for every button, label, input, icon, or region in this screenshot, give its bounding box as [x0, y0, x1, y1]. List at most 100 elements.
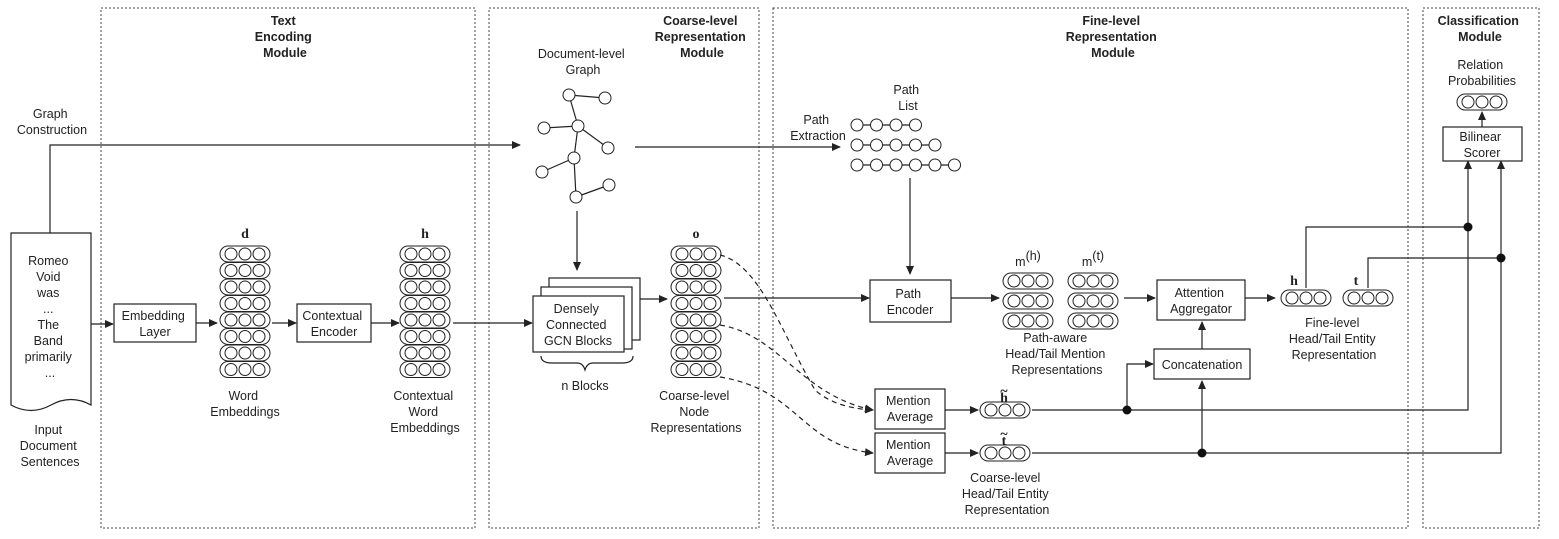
path-list-label: Path List — [893, 83, 922, 113]
h-fine-symbol: h — [1290, 274, 1298, 289]
path-node — [870, 158, 883, 172]
t-tilde-vector — [979, 444, 1031, 462]
vector-row — [399, 295, 451, 312]
n-blocks-label: n Blocks — [561, 379, 608, 393]
document-graph — [535, 88, 616, 204]
path-node — [909, 158, 922, 172]
path-encoder-box — [869, 279, 952, 323]
classification-module-title: Classification Module — [1438, 14, 1523, 44]
hfine-to-bilinear-line — [1305, 226, 1468, 288]
mention-average-1-label: Mention Average — [886, 394, 934, 424]
graph-construction-arrow — [49, 141, 521, 233]
bilinear-scorer-box — [1442, 126, 1523, 162]
vector-row — [1002, 312, 1054, 330]
vector-row — [399, 278, 451, 296]
m-h-stack — [1002, 272, 1054, 330]
path-extraction-label: Path Extraction — [790, 113, 846, 143]
fine-module-frame — [772, 7, 1409, 529]
vector-row — [219, 245, 271, 263]
dashed-edge-3 — [719, 376, 874, 457]
path-node — [909, 138, 922, 152]
coarse-entity-label: Coarse-level Head/Tail Entity Representa… — [962, 471, 1052, 517]
embedding-layer-box — [113, 303, 197, 343]
vector-row — [399, 344, 451, 362]
junction-dot-2 — [1197, 448, 1207, 458]
text-encoding-module-frame — [100, 7, 476, 529]
vector-row — [1002, 292, 1054, 310]
t-tilde-cell — [979, 444, 1031, 462]
vector-row — [219, 262, 271, 279]
contextual-encoder-label: Contextual Encoder — [302, 309, 365, 339]
path-node — [928, 138, 942, 152]
input-document-text: Romeo Void was ... The Band primarily ..… — [25, 254, 76, 380]
contextual-encoder-box — [296, 303, 372, 343]
vector-row — [219, 328, 271, 345]
graph-construction-label: Graph Construction — [17, 107, 87, 137]
path-node — [948, 158, 961, 172]
path-node — [889, 138, 903, 152]
path-node — [909, 118, 922, 132]
vector-row — [670, 311, 722, 329]
relation-probabilities-label: Relation Probabilities — [1448, 58, 1516, 88]
vector-row — [670, 328, 722, 345]
vector-row — [670, 361, 722, 378]
path-row — [850, 158, 961, 172]
vector-row — [670, 262, 722, 279]
mention-average-2-box — [874, 432, 946, 474]
dashed-edge-2 — [719, 324, 874, 413]
htilde-to-bilinear-line — [1032, 160, 1472, 411]
vector-row — [399, 245, 451, 263]
junction-dot-4 — [1496, 253, 1506, 263]
h-tilde-vector — [979, 401, 1031, 419]
path-node — [850, 118, 864, 132]
classification-module-frame — [1422, 7, 1540, 529]
path-aware-label: Path-aware Head/Tail Mention Representat… — [1005, 331, 1109, 377]
coarse-module-frame — [488, 7, 760, 529]
path-node — [889, 158, 903, 172]
concatenation-box — [1153, 348, 1251, 380]
probability-cell — [1456, 93, 1508, 111]
gcn-blocks-label: Densely Connected GCN Blocks — [544, 302, 612, 348]
t-fine-vector — [1342, 289, 1394, 307]
vector-row — [219, 361, 271, 378]
input-caption: Input Document Sentences — [20, 423, 80, 469]
fine-entity-label: Fine-level Head/Tail Entity Representati… — [1289, 316, 1379, 362]
vector-row — [219, 295, 271, 312]
vector-row — [219, 311, 271, 329]
document-graph-label: Document-level Graph — [538, 47, 628, 77]
junction-dot-1 — [1122, 405, 1132, 415]
vector-row — [1002, 272, 1054, 290]
vector-row — [399, 328, 451, 345]
bilinear-scorer-label: Bilinear Scorer — [1459, 130, 1504, 160]
vector-row — [219, 278, 271, 296]
vector-row — [219, 344, 271, 362]
h-tilde-accent: ~ — [1000, 384, 1008, 399]
o-symbol: o — [693, 227, 700, 242]
htilde-to-concat-line — [1126, 360, 1154, 410]
path-node — [928, 158, 942, 172]
gcn-blocks — [532, 277, 641, 353]
path-row — [850, 118, 922, 132]
tfine-to-bilinear-line — [1367, 257, 1501, 288]
input-document-shape — [10, 232, 92, 412]
vector-row — [670, 344, 722, 362]
vector-row — [1067, 312, 1119, 330]
h-tilde-cell — [979, 401, 1031, 419]
m-h-symbol: m(h) — [1015, 249, 1041, 269]
vector-row — [670, 278, 722, 296]
word-embeddings-label: Word Embeddings — [210, 389, 280, 419]
m-t-symbol: m(t) — [1082, 249, 1104, 269]
concatenation-label: Concatenation — [1162, 358, 1243, 372]
word-embeddings-stack — [219, 245, 271, 378]
n-blocks-brace — [540, 355, 634, 373]
h-fine-vector — [1280, 289, 1332, 307]
vector-row — [399, 311, 451, 329]
path-node — [850, 138, 864, 152]
contextual-embeddings-stack — [399, 245, 451, 378]
t-tilde-symbol: t — [1002, 434, 1007, 449]
junction-dot-3 — [1463, 222, 1473, 232]
fine-module-title: Fine-level Representation Module — [1066, 14, 1160, 60]
vector-row — [670, 245, 722, 263]
relation-probabilities-vector — [1456, 93, 1508, 111]
